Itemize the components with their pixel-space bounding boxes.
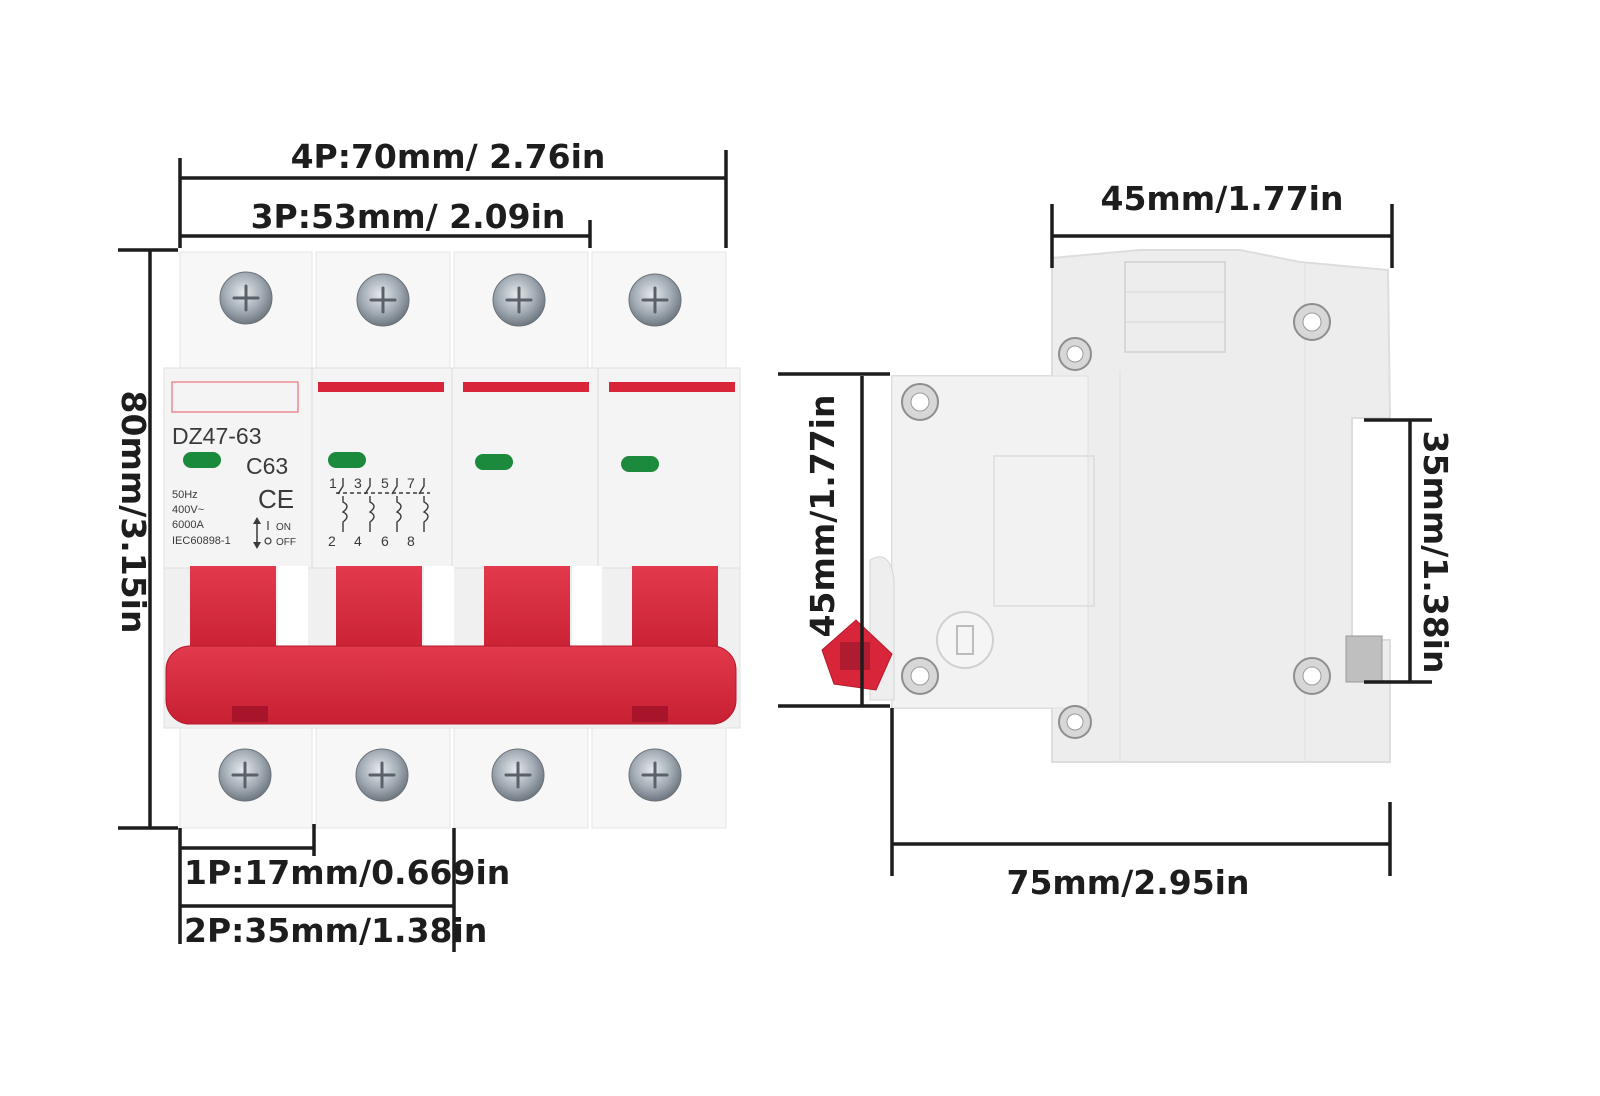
- label-strip-2: [318, 382, 444, 392]
- label-strip-1: [171, 381, 299, 413]
- status-indicator-1: [183, 452, 221, 468]
- label-strip-3: [463, 382, 589, 392]
- terminal-number: 5: [381, 475, 389, 491]
- wiring-schematic: 1 3 5 7 2 4 6 8: [328, 475, 430, 549]
- model-label: DZ47-63: [172, 423, 261, 449]
- terminal-number: 6: [381, 533, 389, 549]
- toggle-handles: [190, 566, 718, 658]
- front-view-breaker: DZ47-63 C63 CE 50Hz 400V~ 6000A IEC60898…: [163, 251, 741, 829]
- status-indicator-2: [328, 452, 366, 468]
- spec-line-2: 400V~: [172, 504, 204, 516]
- terminal-number: 1: [329, 475, 337, 491]
- dim-label-height: 80mm/3.15in: [114, 391, 153, 634]
- pivot-icon: [936, 611, 994, 669]
- dim-label-rail: 35mm/1.38in: [1416, 431, 1455, 674]
- side-dimension-lines: [778, 204, 1432, 876]
- spec-line-4: IEC60898-1: [172, 535, 231, 547]
- front-dimension-lines: [118, 150, 728, 952]
- on-off-arrow-icon: [253, 517, 272, 549]
- tie-bar-slot: [232, 706, 268, 722]
- dim-label-3p: 3P:53mm/ 2.09in: [251, 197, 566, 236]
- label-strip-4: [609, 382, 735, 392]
- ce-mark: CE: [258, 484, 294, 514]
- terminal-number: 7: [407, 475, 415, 491]
- dim-label-depth: 75mm/2.95in: [1007, 863, 1250, 902]
- rating-label: C63: [246, 453, 288, 479]
- side-recess: [993, 455, 1095, 607]
- handle-tie-bar: [165, 645, 737, 725]
- terminal-number: 8: [407, 533, 415, 549]
- side-vent: [1124, 261, 1226, 353]
- status-indicator-4: [621, 456, 659, 472]
- status-indicator-3: [475, 454, 513, 470]
- off-label: OFF: [276, 537, 296, 548]
- side-toggle-handle: [821, 619, 893, 691]
- spec-line-3: 6000A: [172, 519, 204, 531]
- dim-label-side-height: 45mm/1.77in: [803, 395, 842, 638]
- spec-line-1: 50Hz: [172, 489, 198, 501]
- dim-label-2p: 2P:35mm/1.38in: [184, 911, 487, 950]
- rivet-icon: [901, 303, 1331, 739]
- dim-label-side-width: 45mm/1.77in: [1101, 179, 1344, 218]
- din-clip: [1345, 635, 1383, 683]
- side-view-breaker: [821, 249, 1392, 763]
- dim-label-1p: 1P:17mm/0.669in: [184, 853, 510, 892]
- tie-bar-slot: [632, 706, 668, 722]
- on-label: ON: [276, 522, 291, 533]
- dim-label-4p: 4P:70mm/ 2.76in: [291, 137, 606, 176]
- screw-icon: [218, 271, 682, 802]
- terminal-number: 4: [354, 533, 362, 549]
- terminal-number: 3: [354, 475, 362, 491]
- terminal-number: 2: [328, 533, 336, 549]
